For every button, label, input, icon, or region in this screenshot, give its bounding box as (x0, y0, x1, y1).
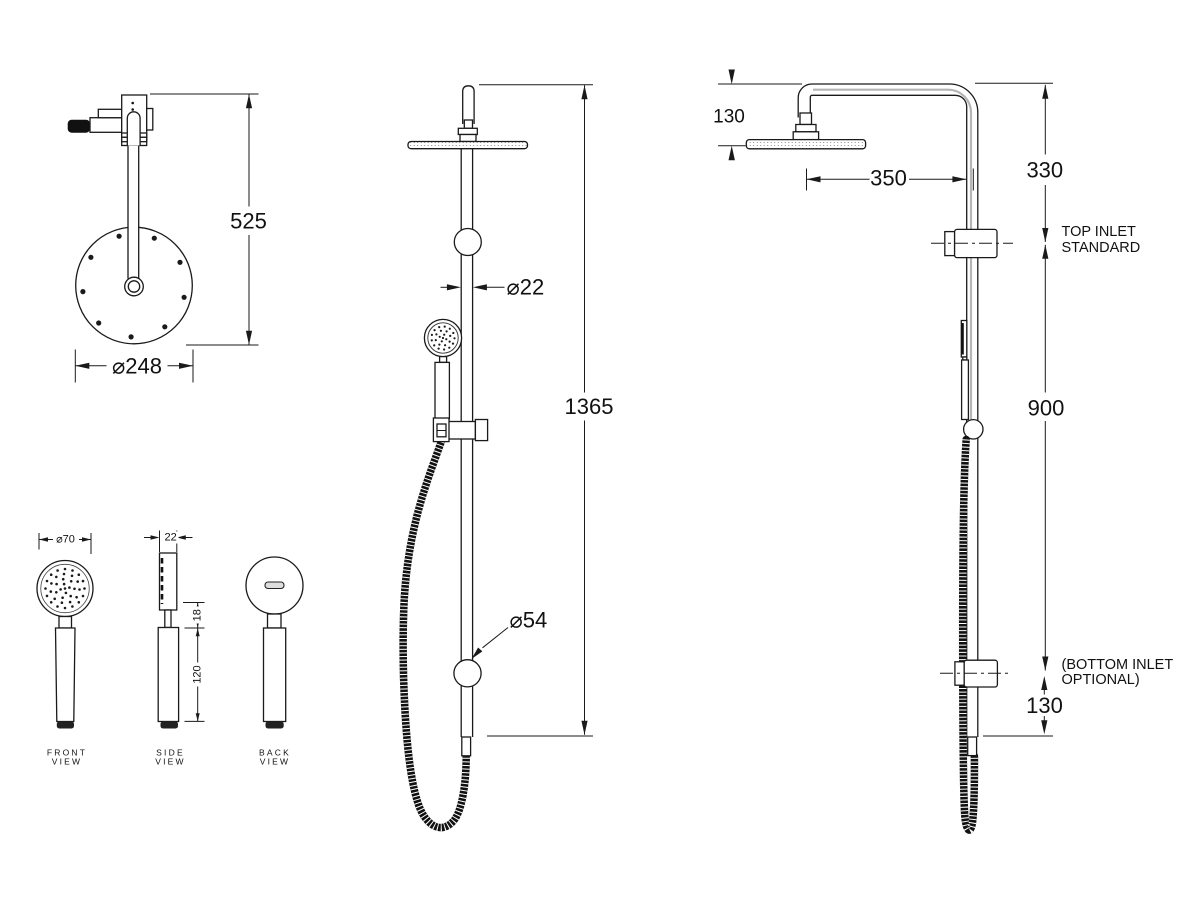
front-view-label: FRONT (47, 748, 87, 758)
neck-side (164, 609, 172, 629)
hand-shower-side-view: 22 18 120 SIDE VIEW (144, 530, 205, 767)
valve-knob (67, 119, 90, 133)
dimension-350: 350 (806, 165, 974, 191)
shower-hose (399, 437, 470, 832)
handpiece-handle-side (960, 359, 970, 421)
dim-text-525: 525 (230, 208, 267, 233)
dim-text-330: 330 (1026, 157, 1063, 182)
top-inlet-label: TOP INLET (1062, 224, 1137, 240)
dim-text-350: 350 (870, 165, 907, 190)
head-hub-inner (127, 280, 141, 293)
rail-top-stub (462, 85, 475, 124)
hand-shower-front-view: ⌀70 FRONT VIEW (36, 533, 94, 767)
handle-side (157, 626, 180, 723)
arm-joint-collar (792, 131, 820, 141)
dim-text-54: ⌀54 (510, 607, 548, 632)
dim-text-bottom-130: 130 (1026, 693, 1063, 718)
hand-shower-back-view: BACK VIEW (245, 556, 304, 767)
dim-text-1365: 1365 (565, 394, 614, 419)
dimension-330: 330 (975, 82, 1063, 242)
dim-text-head-drop: 130 (713, 106, 745, 127)
arm-pipe-top (126, 111, 141, 146)
bottom-inlet-label-2: OPTIONAL) (1062, 672, 1140, 688)
dim-text-22: 22 (164, 531, 176, 543)
dim-text-248: ⌀248 (112, 354, 162, 379)
holder-knob-side (962, 418, 984, 440)
dimension-bottom-130: 130 (983, 676, 1063, 737)
neck-back (266, 613, 282, 629)
dimension-248: ⌀248 (74, 349, 194, 383)
handle-back (262, 627, 287, 723)
dim-text-70: ⌀70 (56, 533, 75, 545)
overhead-head-side (745, 138, 867, 150)
dimension-18: 18 (183, 602, 205, 629)
dimension-elbow-54: ⌀54 (471, 607, 548, 659)
handpiece-handle-front (434, 361, 451, 420)
dimension-70: ⌀70 (38, 533, 92, 554)
bottom-elbow-knob (453, 659, 482, 688)
handle-tip (56, 721, 74, 729)
top-inlet-label-2: STANDARD (1062, 240, 1141, 256)
spray-holes (44, 567, 86, 610)
rail-bottom-outlet (461, 736, 472, 757)
column-front-view: ⌀22 1365 ⌀54 (399, 84, 614, 832)
head-connector-collar (459, 133, 477, 143)
bracket-left-tab (97, 108, 123, 119)
dim-text-18: 18 (192, 609, 204, 621)
back-view-label: BACK (259, 748, 291, 758)
dimension-head-drop-130: 130 (713, 69, 802, 161)
front-view-label-2: VIEW (52, 757, 83, 767)
overhead-top-view: 525 ⌀248 (67, 93, 267, 383)
arm-joint-nut (795, 123, 817, 133)
dimension-120: 120 (184, 628, 205, 722)
handpiece-neck (58, 615, 73, 629)
overhead-head-edge (407, 140, 529, 150)
spray-hole-ring (80, 233, 187, 340)
spray-holes (430, 325, 456, 351)
column-side-view: 130 350 330 900 (713, 69, 1174, 834)
arm-joint (799, 112, 813, 126)
bottom-inlet-label: (BOTTOM INLET (1062, 657, 1174, 673)
handpiece-handle (54, 627, 76, 723)
hand-shower-holder (432, 417, 489, 443)
dimension-525: 525 (150, 93, 267, 346)
valve-body (89, 117, 123, 133)
dimension-rail-22: ⌀22 (440, 274, 545, 299)
handle-tip (160, 721, 178, 729)
bracket-right-tab (146, 107, 154, 131)
top-inlet-knob-front (453, 227, 482, 257)
back-view-label-2: VIEW (260, 757, 291, 767)
handle-tip (265, 721, 284, 729)
dimension-900: 900 (1028, 244, 1065, 671)
head-connector-nut (457, 127, 478, 136)
side-view-label: SIDE (156, 748, 185, 758)
dimension-22-width: 22 (144, 530, 193, 552)
dim-text-900: 900 (1028, 395, 1065, 420)
arm-rail-inner (809, 94, 968, 737)
dimension-1365: 1365 (479, 84, 614, 737)
side-view-label-2: VIEW (155, 757, 186, 767)
back-slot (264, 581, 285, 590)
dim-text-120: 120 (192, 665, 204, 683)
arm-rail-outer (797, 83, 979, 737)
rail-bottom-outlet-side (967, 736, 978, 757)
inner-pipe-line (813, 88, 973, 420)
dim-text-rail-22: ⌀22 (507, 274, 545, 299)
